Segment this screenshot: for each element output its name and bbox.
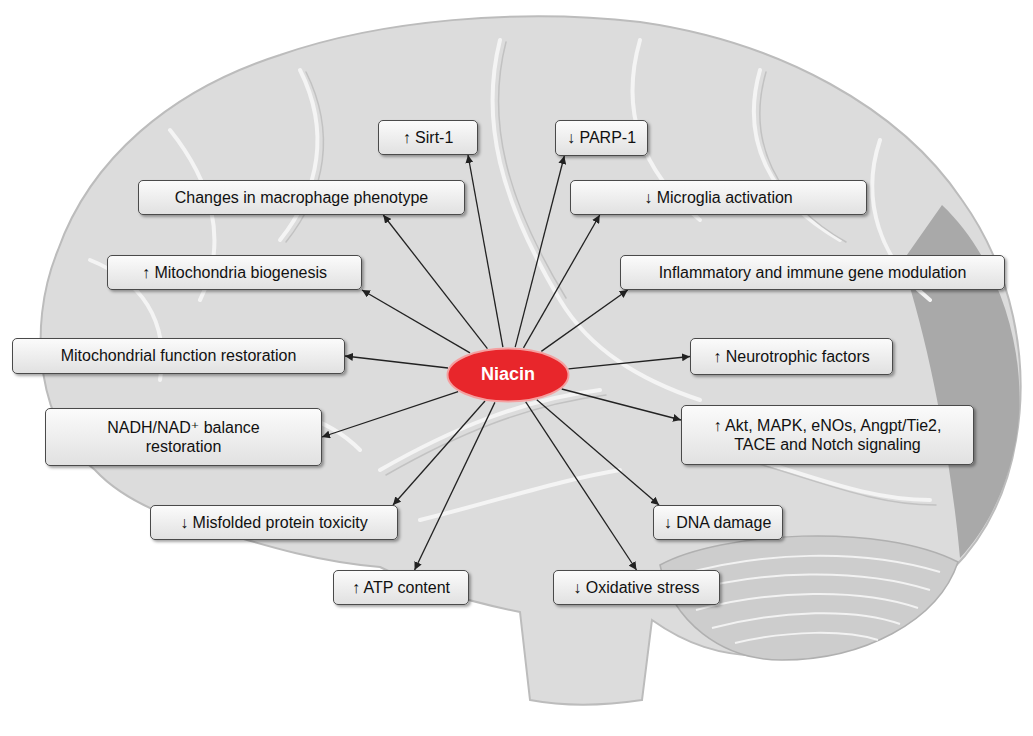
effect-arrow: [322, 392, 458, 437]
box-label: ↓ PARP-1: [567, 128, 636, 147]
effect-arrow: [524, 215, 600, 348]
box-label: NADH/NAD⁺ balance restoration: [94, 418, 274, 456]
effect-arrow: [345, 356, 448, 368]
effect-box: ↑ ATP content: [333, 570, 469, 605]
effect-box: ↓ DNA damage: [653, 505, 783, 540]
effect-arrow: [468, 155, 503, 347]
box-label: ↓ Misfolded protein toxicity: [180, 513, 368, 532]
effect-box: Inflammatory and immune gene modulation: [620, 255, 1005, 290]
effect-box: ↑ Sirt-1: [378, 120, 478, 155]
box-label: Changes in macrophage phenotype: [175, 188, 429, 207]
box-label: ↑ Mitochondria biogenesis: [142, 263, 327, 282]
cerebrum: [41, 16, 1021, 704]
effect-arrow: [537, 400, 659, 505]
box-label: Mitochondrial function restoration: [61, 346, 297, 365]
effect-box: Changes in macrophage phenotype: [138, 180, 465, 215]
box-label: ↓ Microglia activation: [644, 188, 793, 207]
center-label: Niacin: [481, 364, 535, 386]
effect-box: ↓ Oxidative stress: [553, 570, 720, 605]
effect-box: ↑ Neurotrophic factors: [690, 338, 893, 375]
center-ellipse: Niacin: [446, 347, 570, 403]
effect-box: ↓ PARP-1: [555, 120, 648, 156]
box-label: ↓ Oxidative stress: [573, 578, 699, 597]
effect-arrow: [569, 357, 691, 369]
effect-arrow: [541, 290, 627, 351]
effect-arrow: [415, 402, 495, 570]
box-label: ↑ Akt, MAPK, eNOs, Angpt/Tie2, TACE and …: [697, 416, 959, 454]
box-label: ↑ Sirt-1: [403, 128, 454, 147]
effect-box: ↑ Mitochondria biogenesis: [107, 255, 362, 290]
effect-box: Mitochondrial function restoration: [12, 338, 345, 374]
box-label: ↓ DNA damage: [664, 513, 772, 532]
effect-arrow: [526, 402, 637, 570]
effect-box: ↓ Microglia activation: [570, 180, 867, 215]
effect-box: ↑ Akt, MAPK, eNOs, Angpt/Tie2, TACE and …: [681, 405, 974, 465]
box-label: ↑ Neurotrophic factors: [713, 347, 870, 366]
effect-arrow: [562, 389, 681, 420]
effect-arrow: [362, 290, 470, 353]
effect-arrow: [383, 215, 487, 349]
effect-box: NADH/NAD⁺ balance restoration: [45, 408, 322, 466]
box-label: ↑ ATP content: [352, 578, 450, 597]
box-label: Inflammatory and immune gene modulation: [659, 263, 967, 282]
effect-box: ↓ Misfolded protein toxicity: [150, 505, 398, 540]
